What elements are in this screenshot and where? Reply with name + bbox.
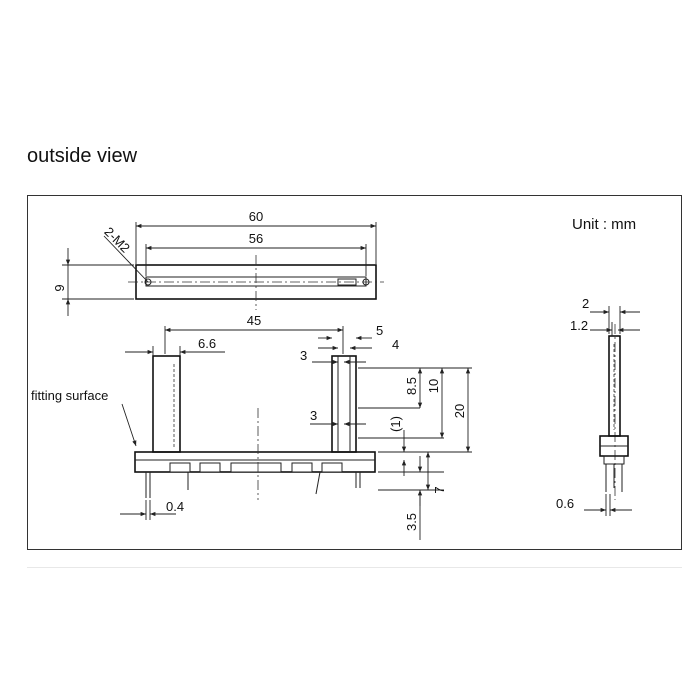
- dim-terminal-3-5: 3.5: [404, 513, 419, 531]
- dim-pin-width-left: 6.6: [198, 336, 216, 351]
- dim-body-height: 9: [52, 284, 67, 291]
- dim-hole-pitch: 56: [249, 231, 263, 246]
- dim-pin-width-right-outer: 5: [376, 323, 383, 338]
- dim-gap-1: (1): [388, 416, 403, 432]
- dim-height-20: 20: [452, 404, 467, 418]
- dim-terminal-7: 7: [432, 486, 447, 493]
- lever-left: [152, 355, 181, 453]
- drawing-frame: [27, 195, 682, 550]
- divider: [27, 567, 682, 568]
- dim-height-10: 10: [426, 379, 441, 393]
- dim-shaft-mid: 3: [310, 408, 317, 423]
- dim-height-8-5: 8.5: [404, 377, 419, 395]
- unit-label: Unit : mm: [572, 216, 636, 233]
- dim-pin-width-right-inner: 4: [392, 337, 399, 352]
- terminal-pins: [145, 471, 361, 498]
- housing-teeth: [169, 462, 343, 473]
- callout-mount-holes: 2-M2: [101, 224, 133, 256]
- dim-overall-length: 60: [249, 209, 263, 224]
- dim-pin-pitch: 45: [247, 313, 261, 328]
- dim-shaft-top: 3: [300, 348, 307, 363]
- front-view: 45 6.6 5 4 3 3 8.5 10 2: [31, 313, 472, 540]
- callout-fitting-surface: fitting surface: [31, 388, 108, 403]
- dim-side-1-2: 1.2: [570, 318, 588, 333]
- side-view: 2 1.2 0.6: [556, 296, 640, 516]
- slider-knob-top: [337, 278, 357, 286]
- side-shaft: [608, 335, 621, 437]
- lever-right: [331, 355, 357, 453]
- dim-side-0-6: 0.6: [556, 496, 574, 511]
- mount-hole-right: [362, 278, 370, 286]
- dim-terminal-0-4: 0.4: [166, 499, 184, 514]
- dim-side-2: 2: [582, 296, 589, 311]
- view-title: outside view: [27, 145, 138, 167]
- mount-hole-left: [144, 278, 152, 286]
- top-view: 60 56 9 2-M2: [52, 209, 384, 316]
